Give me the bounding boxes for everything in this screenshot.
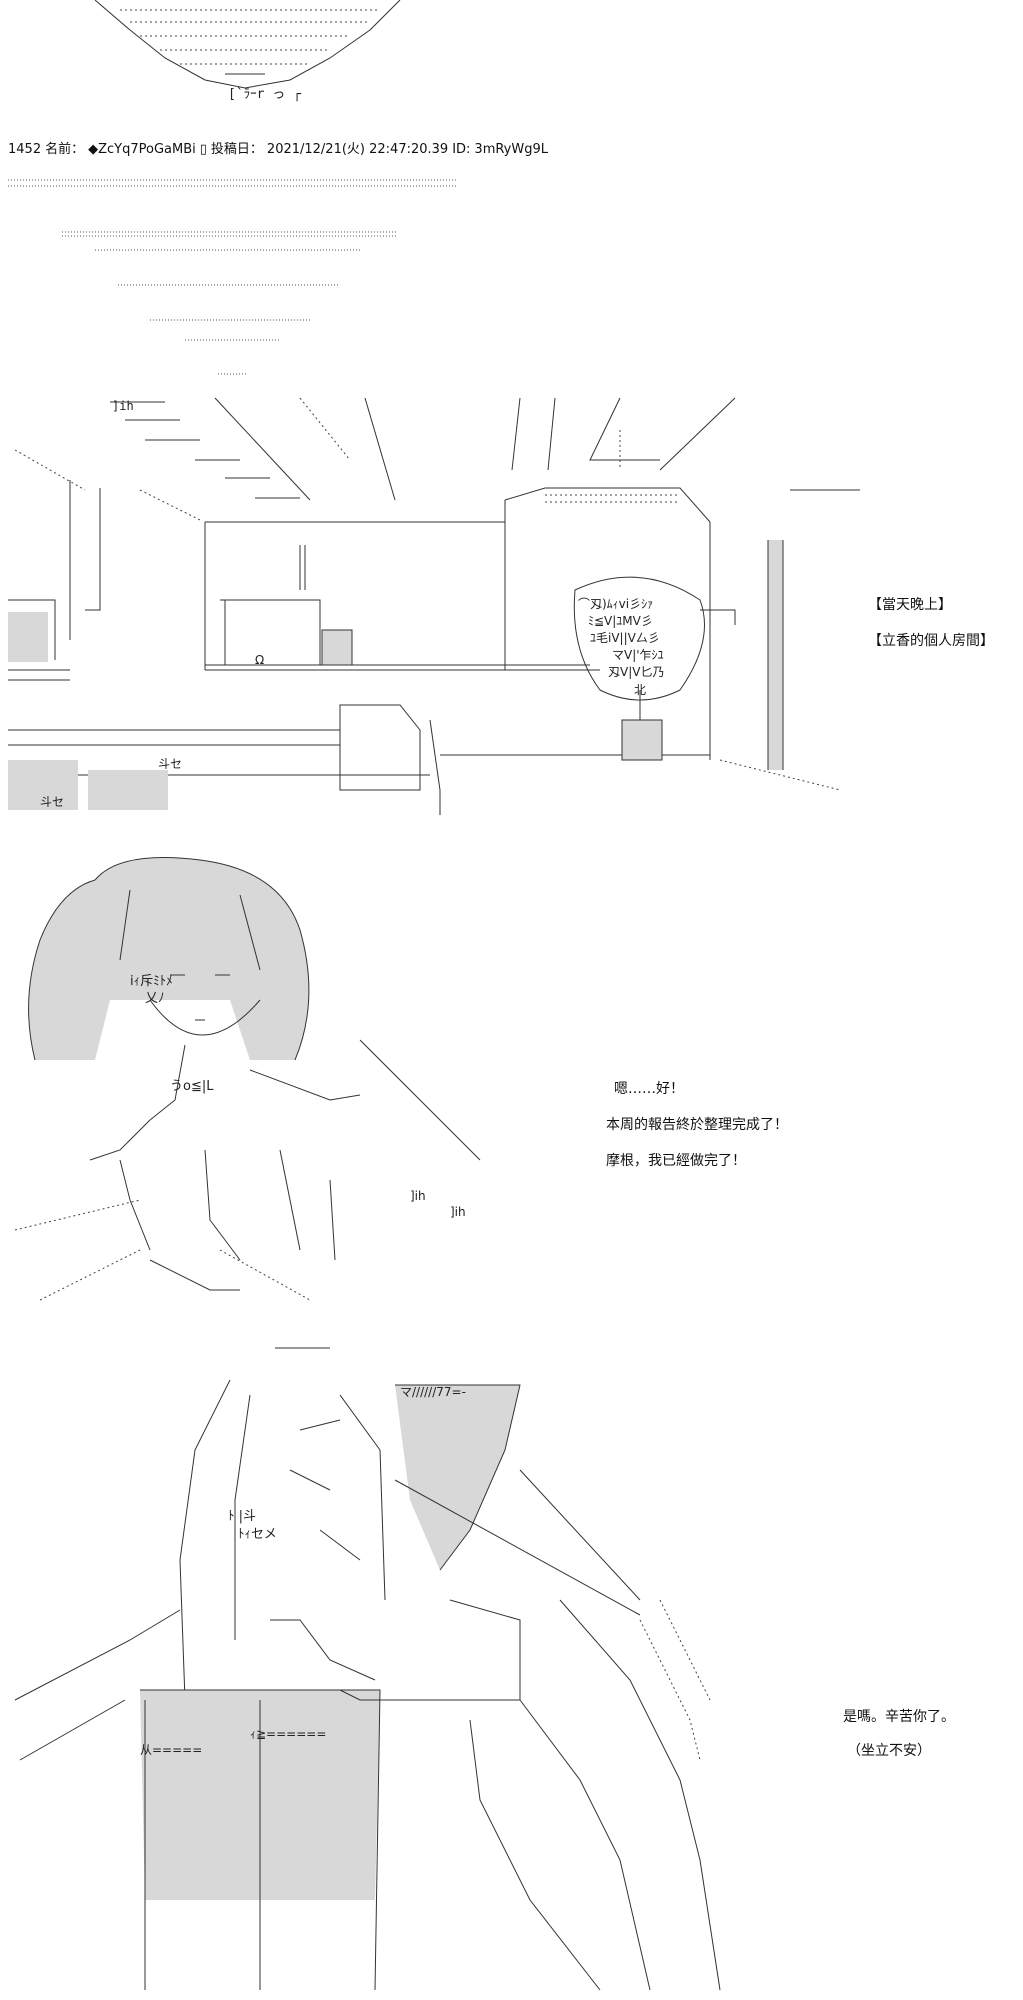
girl-text-4: ]ih bbox=[410, 1189, 426, 1203]
girl-text-5: ]ih bbox=[450, 1205, 466, 1219]
top-figure-fragment: [`ﾗｰr っ ┌ bbox=[94, 0, 401, 102]
poster-name: ◆ZcYq7PoGaMBi bbox=[88, 142, 196, 157]
girl-text-1: iｨ斥ﾐﾄﾒ bbox=[130, 974, 173, 989]
caption-scene-time: 【當天晚上】 bbox=[868, 597, 952, 613]
date-label: 投稿日： bbox=[210, 142, 263, 157]
plant-line-5: 刄V|V匕乃 bbox=[608, 665, 664, 679]
dotted-separators bbox=[8, 179, 458, 375]
floor-text-1: 斗セ bbox=[158, 757, 182, 771]
omega-text: Ω bbox=[255, 653, 264, 667]
id-label: ID: bbox=[452, 142, 471, 157]
morgan-text-3: ﾄｨセメ bbox=[238, 1527, 277, 1542]
plant-line-2: ﾐ≦V|ﾕMV彡 bbox=[588, 614, 653, 628]
caption-line-1: 嗯……好！ bbox=[614, 1081, 684, 1097]
caption-line-3: 摩根，我已經做完了！ bbox=[606, 1153, 746, 1169]
floor-text-2: 斗セ bbox=[40, 795, 64, 809]
plant-line-3: ﾕ毛iV||V厶彡 bbox=[590, 631, 660, 645]
caption-line-4: 是嗎。辛苦你了。 bbox=[843, 1709, 955, 1725]
post-id: 3mRyWg9L bbox=[474, 142, 548, 157]
girl-text-3: うo≦|L bbox=[170, 1079, 214, 1094]
name-label: 名前： bbox=[45, 142, 85, 157]
morgan-text-2: ﾄ |斗 bbox=[228, 1509, 256, 1524]
plant-line-1: ⌒刄)ﾑｨvi彡ｼｧ bbox=[578, 597, 653, 611]
morgan-text-1: マ//////77=- bbox=[400, 1385, 466, 1399]
post-number: 1452 bbox=[8, 142, 42, 157]
plant-line-6: 北 bbox=[634, 683, 646, 697]
caption-scene-place: 【立香的個人房間】 bbox=[868, 633, 994, 649]
room-tag-text: ]ih bbox=[112, 399, 134, 413]
post-date: 2021/12/21(火) 22:47:20.39 bbox=[266, 142, 449, 157]
morgan-text-4: 从===== bbox=[140, 1743, 202, 1757]
morgan-text-5: ｨ≧====== bbox=[250, 1727, 326, 1741]
girl-text-2: 乂ﾉ bbox=[145, 991, 165, 1006]
caption-line-2: 本周的報告終於整理完成了！ bbox=[606, 1117, 788, 1133]
caption-line-5: （坐立不安） bbox=[847, 1743, 931, 1759]
separator-glyph: ▯ bbox=[199, 142, 207, 157]
plant-line-4: マV|'乍ｼﾕ bbox=[612, 647, 664, 662]
girl-figure: iｨ斥ﾐﾄﾒ 乂ﾉ うo≦|L ]ih ]ih bbox=[14, 857, 481, 1301]
room-scene: ]ih Ω ⌒刄)ﾑｨvi彡ｼｧ ﾐ≦V|ﾕMV彡 ﾕ毛iV||V厶彡 マV|'… bbox=[8, 397, 860, 815]
top-face-text: [`ﾗｰr っ ┌ bbox=[228, 87, 301, 102]
morgan-figure: マ//////77=- ﾄ |斗 ﾄｨセメ 从===== ｨ≧====== bbox=[14, 1347, 721, 1991]
